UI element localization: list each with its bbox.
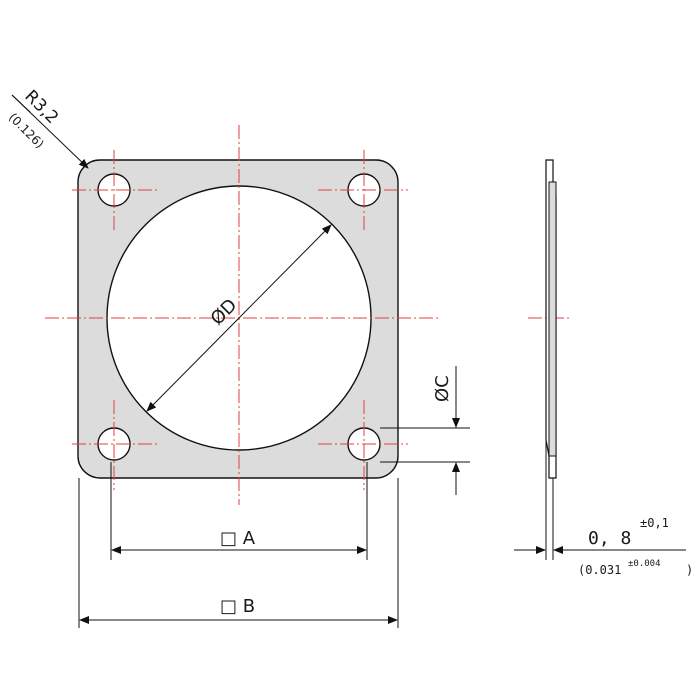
thickness-inch-tolerance: ±0.004 <box>628 559 661 569</box>
bore-dim-line-lower <box>146 317 240 412</box>
thickness-tolerance: ±0,1 <box>640 516 669 530</box>
bore-dim-line-upper <box>238 224 332 319</box>
dim-a: □ A <box>110 462 368 560</box>
dim-b: □ B <box>78 478 399 628</box>
radius-callout: R3,2 (0.126) <box>6 86 89 169</box>
radius-leader-ext <box>11 94 31 113</box>
side-view <box>528 159 570 560</box>
side-profile-body <box>548 181 557 457</box>
bore-label: ØD <box>207 295 242 330</box>
thickness-inch-value: (0.031 <box>578 563 621 577</box>
hole-dimension: ØC <box>380 366 470 495</box>
dim-b-label: □ B <box>220 596 255 617</box>
dim-a-label: □ A <box>220 528 256 549</box>
thickness-value: 0, 8 <box>588 528 631 549</box>
thickness-inch-close: ) <box>686 563 693 577</box>
thickness-dimension: 0, 8 ±0,1 (0.031 ±0.004 ) <box>514 516 693 577</box>
hole-label: ØC <box>432 375 453 402</box>
center-lines <box>45 125 440 505</box>
